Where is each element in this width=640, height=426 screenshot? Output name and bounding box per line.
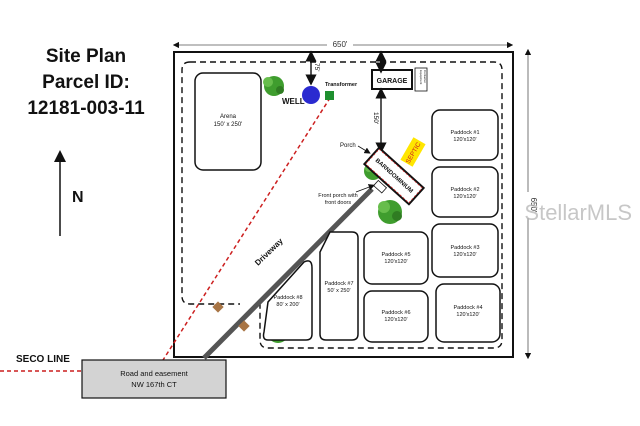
paddock-3 — [431, 223, 499, 278]
distance-150-label: 150' — [372, 112, 379, 124]
road-label-line2: NW 167th CT — [131, 380, 177, 389]
porch-pointer — [357, 145, 371, 154]
paddock-2 — [431, 166, 499, 218]
paddock-5-name: Paddock #5 — [381, 252, 410, 258]
title-line-2: Parcel ID: — [42, 72, 130, 93]
paddock-8-size: 80' x 200' — [276, 302, 299, 308]
paddock-4 — [435, 283, 501, 343]
paddock-6-name: Paddock #6 — [381, 310, 410, 316]
watermark: StellarMLS — [524, 200, 632, 225]
paddock-6-size: 120'x120' — [384, 317, 407, 323]
equipment-container-label-1: Equipment — [419, 70, 423, 85]
paddock-8-name: Paddock #8 — [273, 295, 302, 301]
top-dimension-label: 650' — [333, 40, 348, 49]
septic-label-box — [400, 137, 426, 167]
arena-name: Arena — [220, 114, 237, 120]
paddock-5 — [363, 231, 429, 285]
paddock-7 — [319, 231, 359, 341]
barndominium — [362, 146, 426, 206]
paddock-3-size: 120'x120' — [453, 252, 476, 258]
west-fence-line — [181, 61, 240, 305]
site-plan-title: Site Plan Parcel ID: 12181-003-11 — [18, 44, 154, 122]
well-label: WELL — [282, 97, 305, 106]
gate-icon — [212, 301, 224, 313]
front-porch-label-2: front doors — [325, 200, 352, 206]
paddock-8 — [262, 260, 313, 341]
paddock-1-size: 120'x120' — [453, 137, 476, 143]
right-dimension-label: 650' — [529, 198, 538, 213]
paddock-2-size: 120'x120' — [453, 194, 476, 200]
distance-75-label: 75' — [313, 63, 320, 71]
paddock-4-size: 120'x120' — [456, 312, 479, 318]
tree-icon — [263, 76, 284, 96]
garage — [371, 69, 413, 90]
paddock-6 — [363, 290, 429, 343]
well-icon — [302, 86, 320, 104]
front-porch — [373, 179, 388, 194]
paddock-1-name: Paddock #1 — [450, 130, 479, 136]
paddock-1 — [431, 109, 499, 161]
transformer-label: Transformer — [325, 82, 358, 88]
paddock-7-size: 50' x 250' — [327, 288, 350, 294]
paddock-7-name: Paddock #7 — [324, 281, 353, 287]
arena — [194, 72, 262, 171]
gate-icon — [238, 320, 250, 332]
title-line-1: Site Plan — [45, 46, 127, 67]
driveway-label: Driveway — [253, 236, 285, 267]
road-easement — [81, 359, 227, 399]
property-boundary — [173, 51, 514, 358]
top-dimension-line — [172, 38, 514, 50]
paddock-4-name: Paddock #4 — [453, 305, 482, 311]
garage-label: GARAGE — [377, 78, 408, 85]
front-porch-label-1: Front porch with — [318, 193, 357, 199]
paddock-5-size: 120'x120' — [384, 259, 407, 265]
driveway — [202, 187, 374, 360]
equipment-container-label-2: Container — [423, 70, 427, 83]
equipment-container — [414, 67, 428, 92]
title-line-3: 12181-003-11 — [27, 98, 145, 119]
paddock-3-name: Paddock #3 — [450, 245, 479, 251]
road-label-line1: Road and easement — [120, 369, 188, 378]
transformer-icon — [325, 91, 334, 100]
north-label: N — [72, 189, 84, 206]
porch-label: Porch — [340, 143, 356, 149]
right-dimension-line — [522, 48, 534, 360]
tree-icon — [378, 200, 402, 224]
front-porch-pointer — [355, 184, 375, 193]
arena-size: 150' x 250' — [214, 122, 243, 128]
outer-fence-line — [190, 61, 503, 349]
paddock-2-name: Paddock #2 — [450, 187, 479, 193]
seco-line-label: SECO LINE — [16, 354, 70, 365]
